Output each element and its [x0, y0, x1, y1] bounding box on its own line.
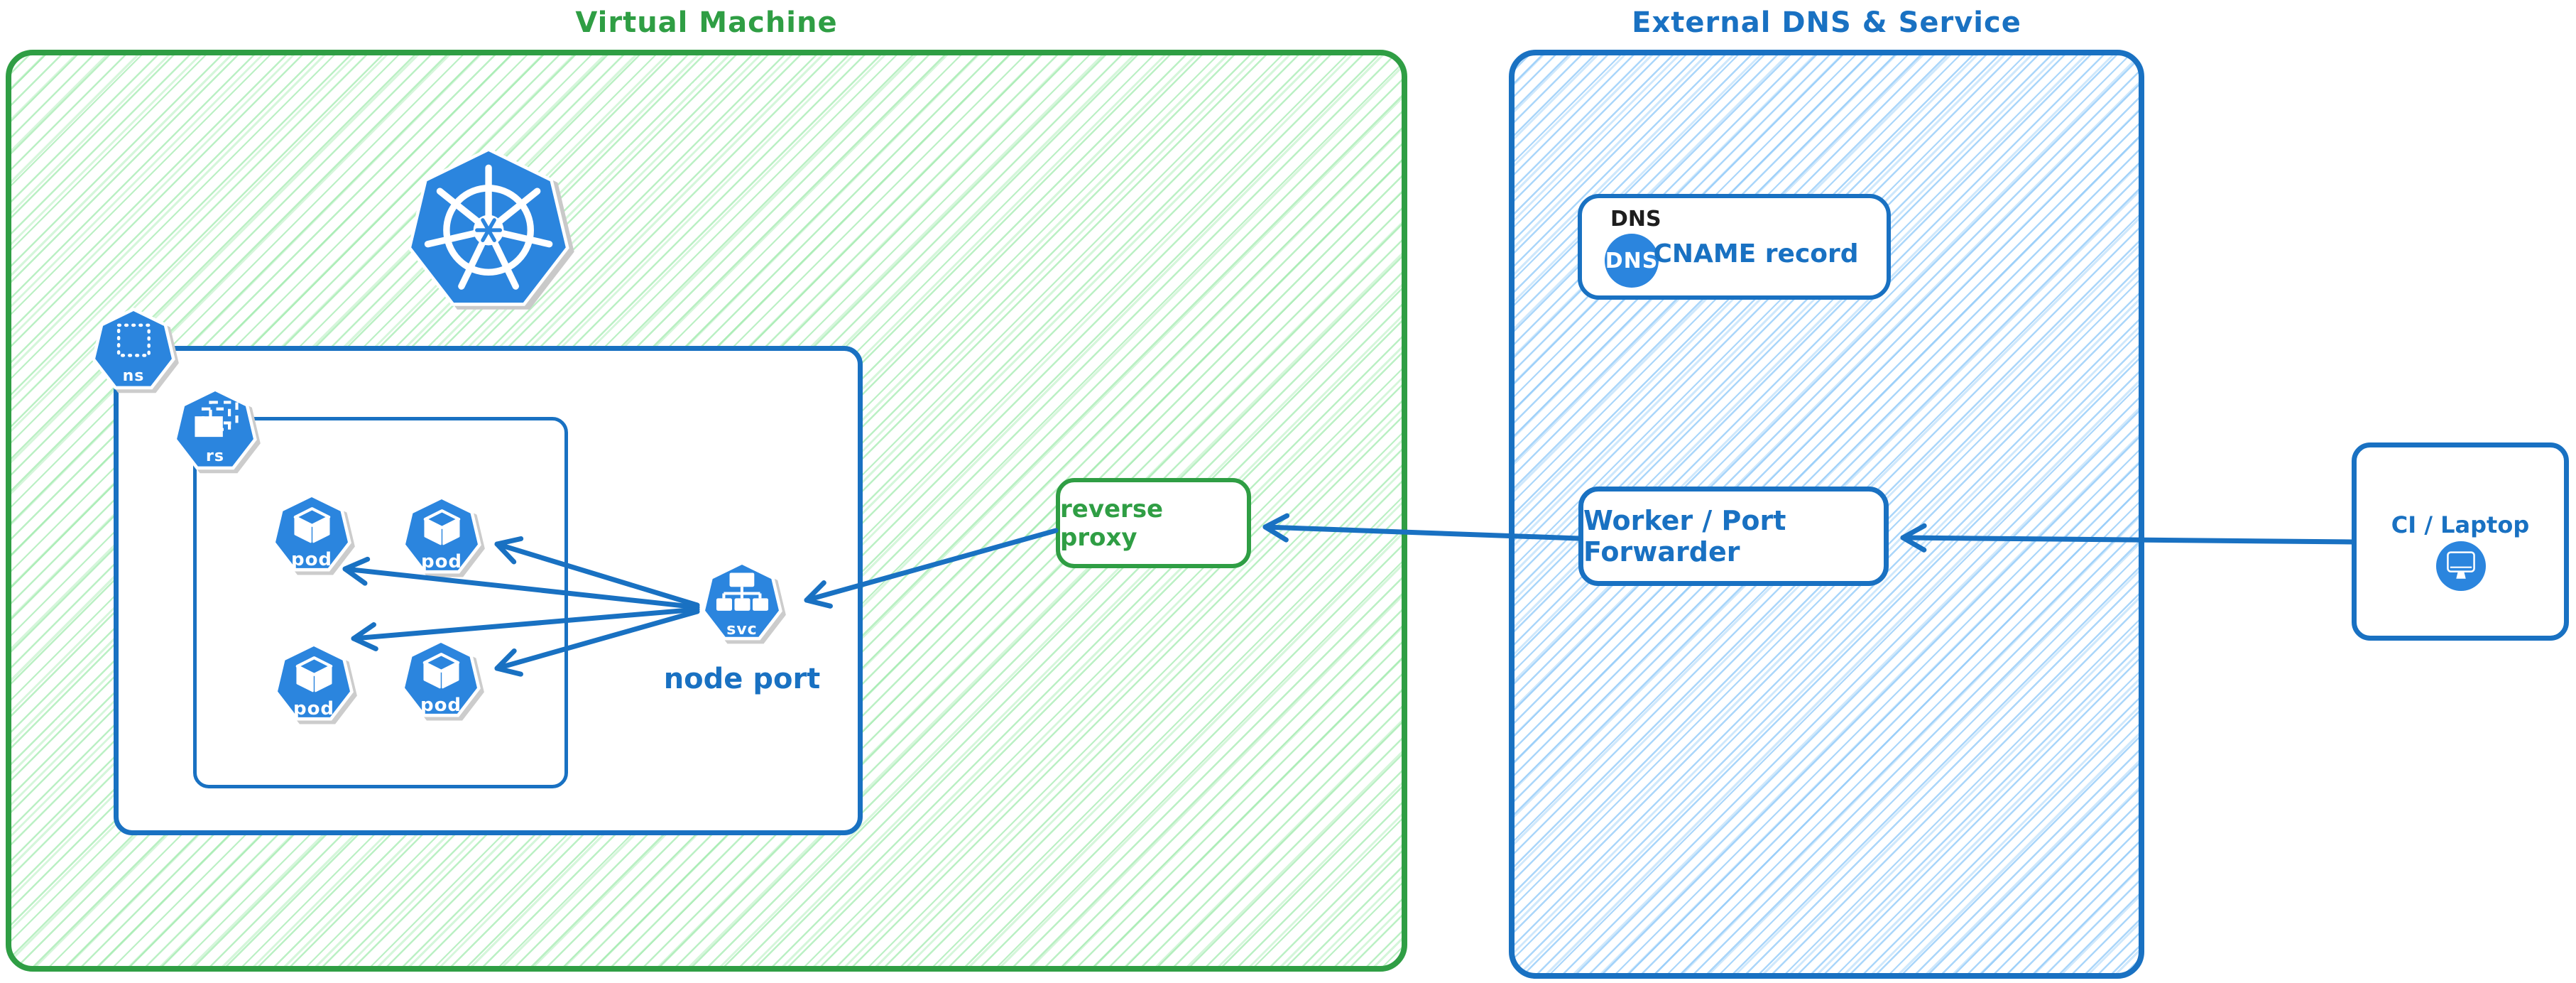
dns-tag-label: DNS — [1610, 207, 1661, 232]
pod-label: pod — [293, 697, 335, 719]
ci-laptop-label: CI / Laptop — [2391, 511, 2530, 538]
cname-record-box: DNS DNS CNAME record — [1578, 194, 1891, 300]
pod-4: pod — [400, 639, 481, 720]
cube-icon — [422, 653, 459, 689]
cube-icon — [423, 509, 460, 545]
svc-label: svc — [726, 620, 758, 639]
cube-icon — [295, 656, 332, 693]
service-icon: svc — [701, 561, 783, 643]
dotted-square-icon — [116, 323, 151, 357]
cname-record-label: CNAME record — [1653, 239, 1859, 268]
pod-label: pod — [420, 694, 462, 716]
pod-3: pod — [273, 643, 354, 724]
reverse-proxy-label: reverse proxy — [1060, 494, 1164, 552]
worker-port-forwarder-box: Worker / Port Forwarder — [1578, 487, 1889, 586]
stacked-squares-icon — [195, 401, 239, 437]
kubernetes-logo — [406, 148, 571, 313]
pod-label: pod — [420, 550, 463, 572]
vm-title: Virtual Machine — [575, 6, 838, 39]
pod-2: pod — [401, 496, 482, 577]
monitor-icon — [2436, 541, 2486, 591]
cube-icon — [293, 507, 330, 543]
service-tree-icon — [716, 572, 769, 611]
dns-badge-label: DNS — [1605, 248, 1659, 273]
pod-1: pod — [271, 494, 352, 575]
pod-label: pod — [290, 548, 333, 570]
reverse-proxy-box: reverse proxy — [1056, 478, 1251, 568]
rs-label: rs — [206, 447, 224, 465]
worker-label: Worker / Port Forwarder — [1583, 505, 1786, 567]
external-dns-title: External DNS & Service — [1632, 6, 2021, 39]
node-port-label: node port — [663, 663, 821, 695]
dns-badge-icon: DNS — [1605, 234, 1659, 288]
namespace-icon: ns — [91, 308, 176, 393]
kubernetes-wheel-icon — [424, 164, 553, 290]
ci-laptop-box: CI / Laptop — [2352, 442, 2569, 641]
ns-label: ns — [122, 367, 145, 385]
replicaset-icon: rs — [173, 388, 258, 473]
